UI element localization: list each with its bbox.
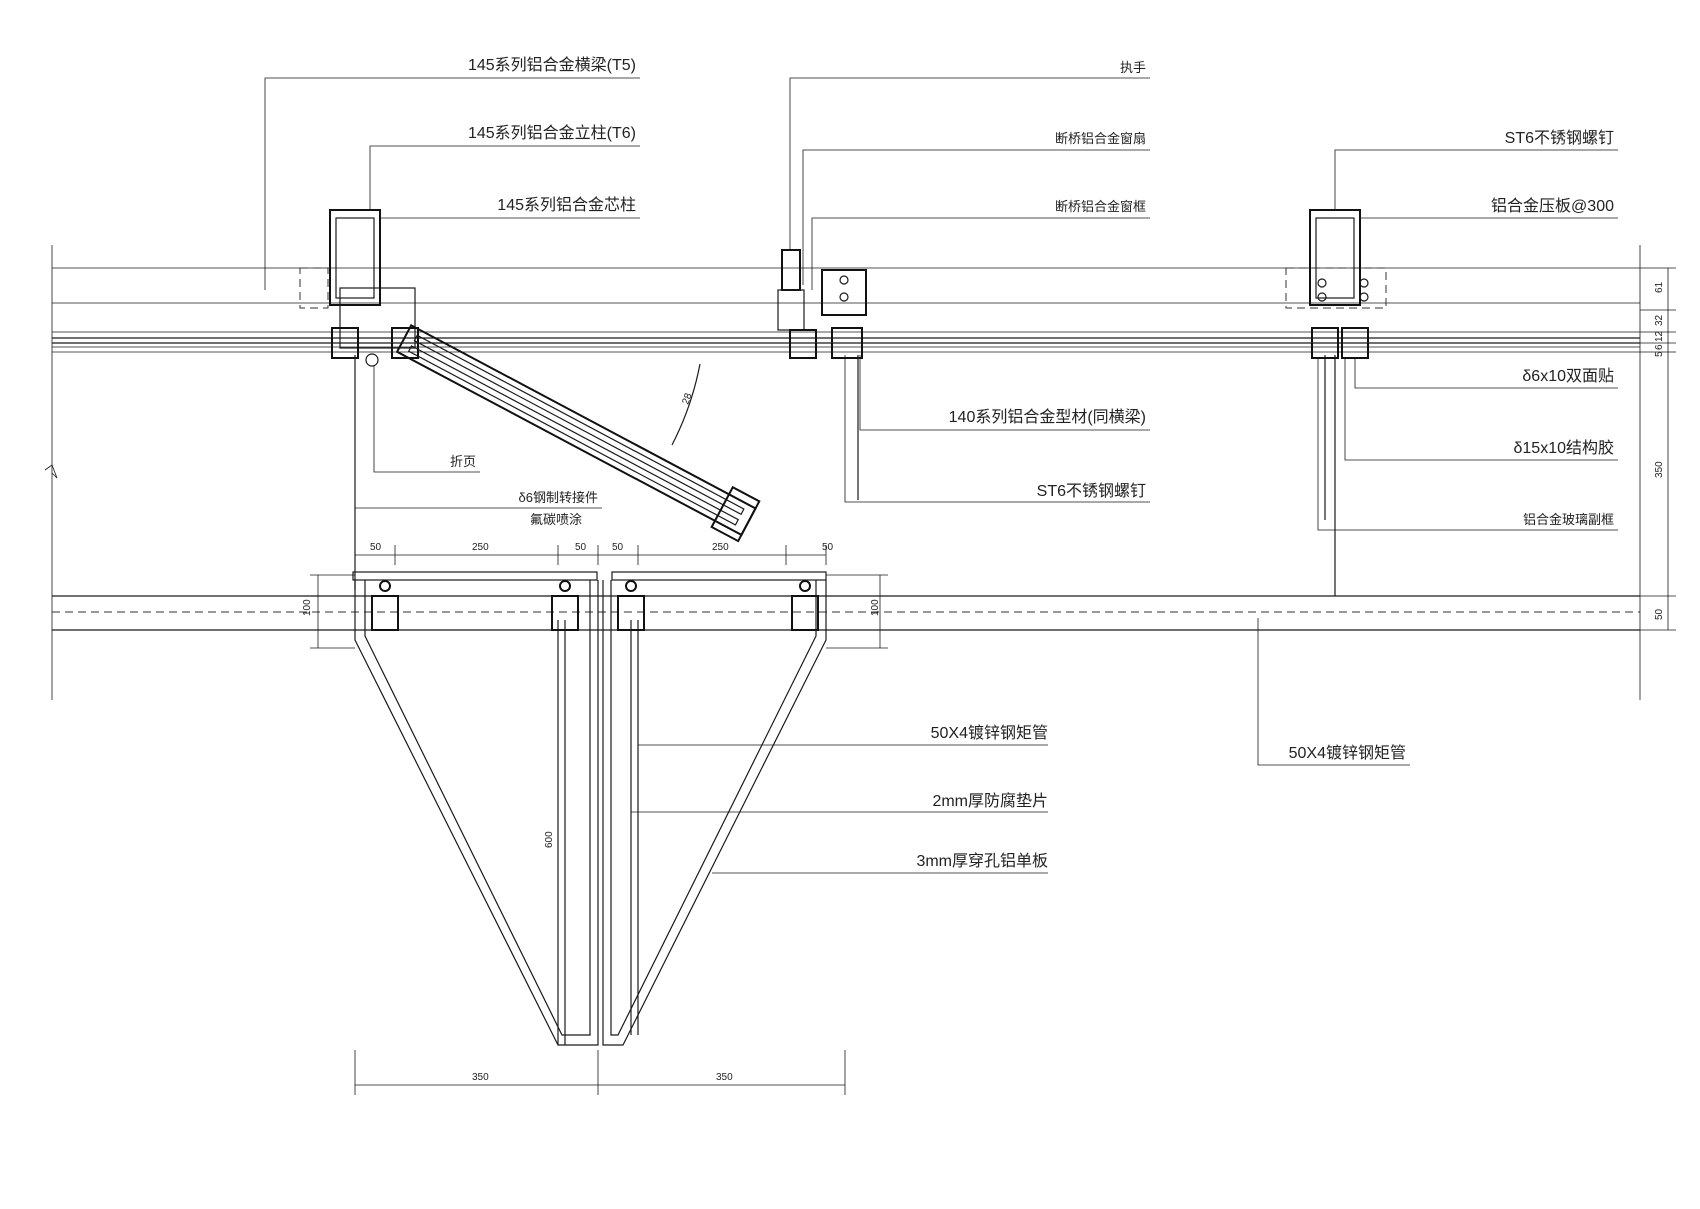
- label-t6-column: 145系列铝合金立柱(T6): [468, 124, 636, 142]
- dim-350-left: 350: [472, 1072, 489, 1083]
- right-dimension-chain: 61 32 12 6 5 350 50: [1640, 267, 1676, 631]
- label-handle: 执手: [1120, 60, 1146, 75]
- label-profile-140: 140系列铝合金型材(同横梁): [949, 408, 1146, 426]
- label-structural-glue: δ15x10结构胶: [1513, 439, 1614, 457]
- dim-32: 32: [1654, 314, 1665, 326]
- dim-100-left: 100: [302, 599, 313, 616]
- angle-label: 28: [680, 391, 694, 406]
- label-gasket: 2mm厚防腐垫片: [932, 792, 1048, 810]
- dim-50-d: 50: [822, 542, 834, 553]
- opening-angle-arc: [671, 363, 701, 446]
- steel-tube-band: [52, 245, 1641, 700]
- label-press-plate: 铝合金压板@300: [1491, 197, 1614, 215]
- label-core-column: 145系列铝合金芯柱: [497, 196, 636, 214]
- side-dimension-100: 100 100 600: [302, 574, 888, 848]
- triangular-fin: [354, 580, 827, 1046]
- dim-50-b: 50: [575, 542, 587, 553]
- label-sash: 断桥铝合金窗扇: [1055, 131, 1146, 146]
- perforated-panel-frame: [352, 571, 827, 631]
- glazing-panel-lines: [44, 245, 1640, 700]
- dim-12: 12: [1654, 330, 1665, 342]
- dim-600: 600: [544, 831, 555, 848]
- bottom-dimension-chain: 350 350: [354, 1050, 846, 1095]
- dim-6: 6: [1654, 344, 1665, 350]
- label-screw-mid: ST6不锈钢螺钉: [1037, 482, 1146, 500]
- top-dimension-chain: 50 250 50 50 250 50: [354, 542, 834, 565]
- dim-350-right: 350: [716, 1072, 733, 1083]
- open-sash: [395, 323, 761, 543]
- dim-61: 61: [1654, 281, 1665, 293]
- dim-50-a: 50: [370, 542, 382, 553]
- label-hinge: 折页: [450, 454, 476, 469]
- label-steel-connector: δ6钢制转接件: [519, 490, 598, 505]
- label-glass-subframe: 铝合金玻璃副框: [1523, 512, 1614, 527]
- label-screw-top: ST6不锈钢螺钉: [1505, 129, 1614, 147]
- dim-250-a: 250: [472, 542, 489, 553]
- dim-250-b: 250: [712, 542, 729, 553]
- leader-lines: [264, 77, 1618, 874]
- annotation-labels: 145系列铝合金横梁(T5) 145系列铝合金立柱(T6) 145系列铝合金芯柱…: [450, 56, 1614, 870]
- dim-350-vertical: 350: [1654, 461, 1665, 478]
- dim-5: 5: [1654, 351, 1665, 357]
- label-steel-tube-left: 50X4镀锌钢矩管: [931, 724, 1048, 742]
- dim-50-vertical: 50: [1654, 608, 1665, 620]
- label-fluoro-coat: 氟碳喷涂: [530, 512, 582, 527]
- right-mullion: [1285, 209, 1387, 596]
- dim-50-c: 50: [612, 542, 624, 553]
- left-mullion: [299, 209, 419, 590]
- label-steel-tube-right: 50X4镀锌钢矩管: [1289, 744, 1406, 762]
- label-t5-beam: 145系列铝合金横梁(T5): [468, 56, 636, 74]
- label-frame: 断桥铝合金窗框: [1055, 199, 1146, 214]
- label-tape: δ6x10双面贴: [1522, 367, 1614, 385]
- dim-100-right: 100: [870, 599, 881, 616]
- middle-frame: [777, 249, 867, 500]
- label-perforated-panel: 3mm厚穿孔铝单板: [916, 852, 1048, 870]
